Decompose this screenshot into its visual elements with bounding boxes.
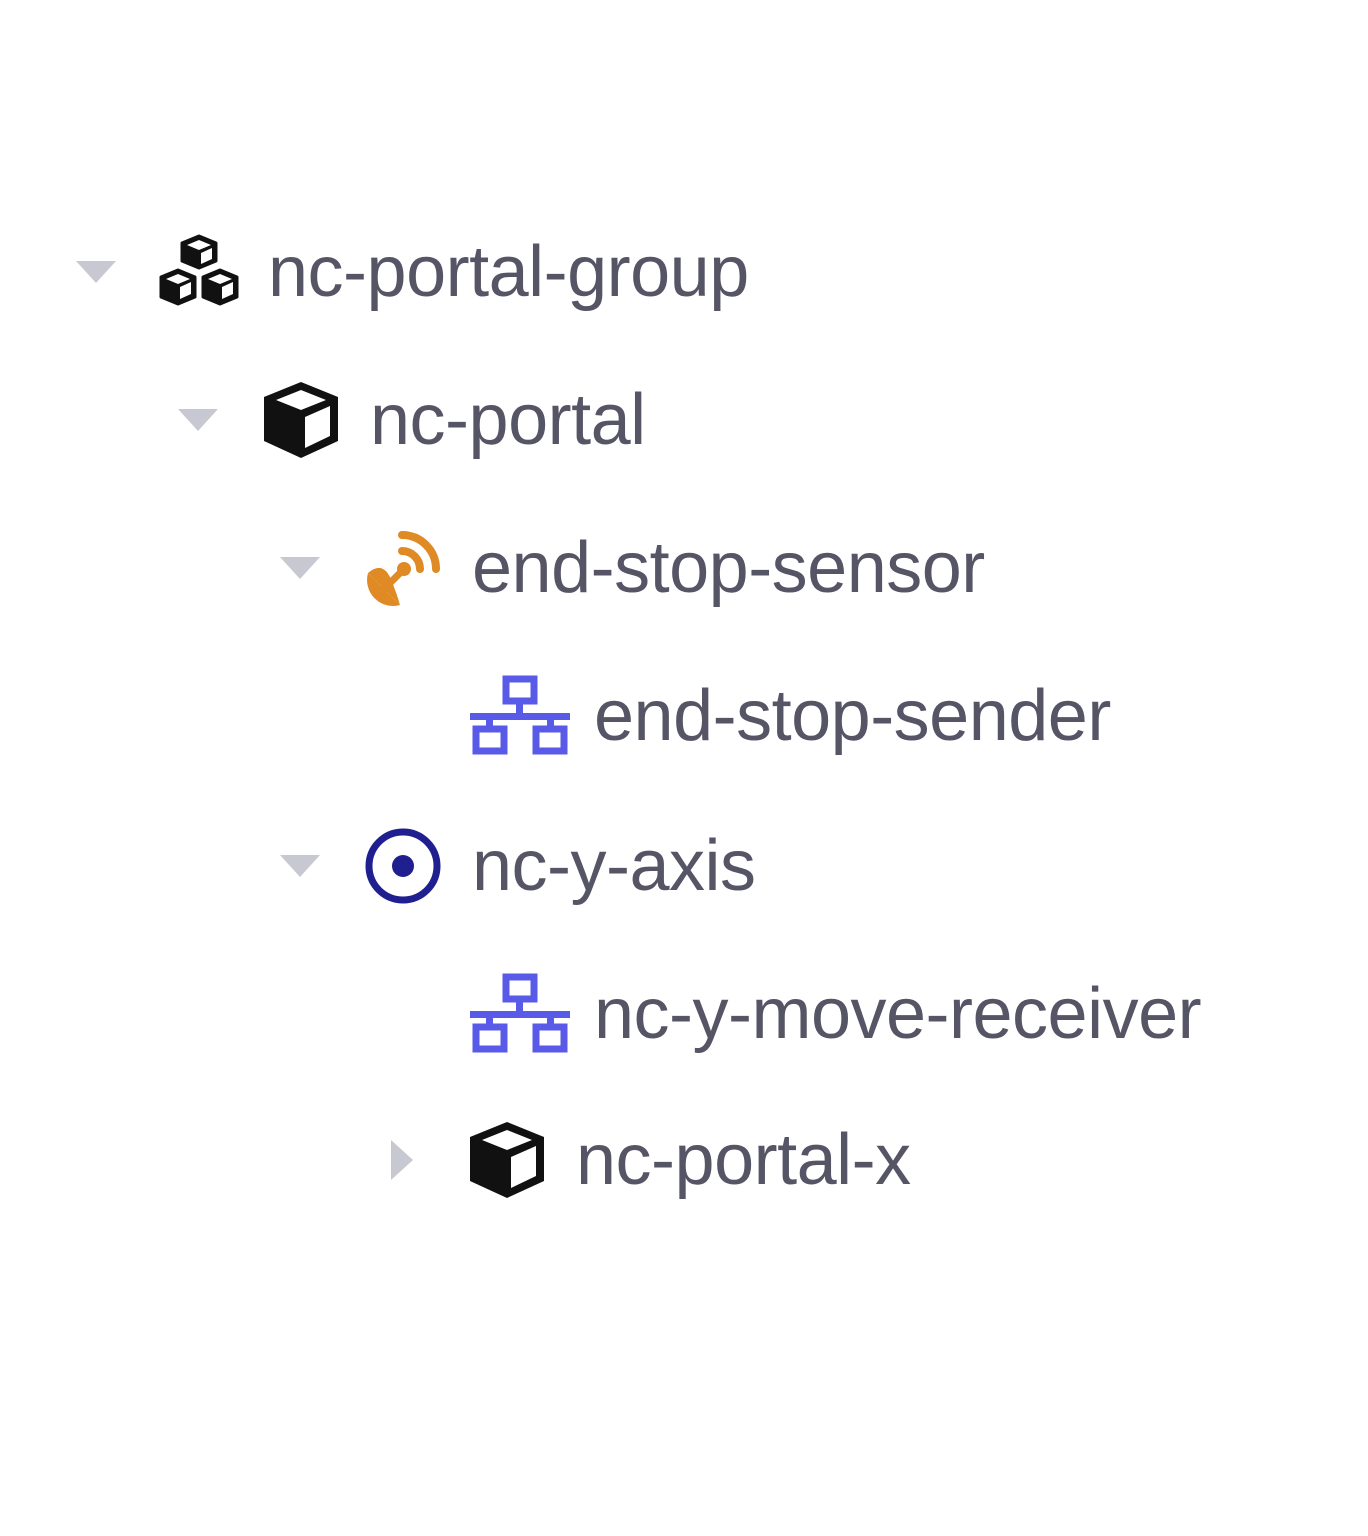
dot-circle-icon [358, 806, 448, 926]
expand-toggle[interactable] [66, 212, 126, 332]
node-label[interactable]: nc-portal [370, 380, 646, 460]
node-label[interactable]: nc-portal-group [268, 232, 749, 312]
caret-down-icon [178, 409, 218, 431]
node-label[interactable]: nc-y-move-receiver [594, 974, 1202, 1054]
expand-toggle[interactable] [270, 508, 330, 628]
caret-down-icon [280, 855, 320, 877]
expand-toggle[interactable] [372, 1100, 432, 1220]
network-icon [470, 656, 570, 776]
tree-node-end-stop-sensor[interactable]: end-stop-sensor [0, 508, 1100, 628]
node-label[interactable]: nc-portal-x [576, 1120, 911, 1200]
expand-toggle[interactable] [270, 806, 330, 926]
node-label[interactable]: end-stop-sender [594, 676, 1111, 756]
satellite-dish-icon [358, 508, 448, 628]
cube-icon [462, 1100, 552, 1220]
cube-icon [256, 360, 346, 480]
network-icon [470, 954, 570, 1074]
caret-down-icon [76, 261, 116, 283]
expand-toggle[interactable] [168, 360, 228, 480]
tree-node-nc-y-axis[interactable]: nc-y-axis [0, 806, 860, 926]
caret-down-icon [280, 557, 320, 579]
tree-node-nc-portal-group[interactable]: nc-portal-group [0, 212, 900, 332]
node-label[interactable]: end-stop-sensor [472, 528, 985, 608]
caret-right-icon [391, 1140, 413, 1180]
cubes-icon [154, 212, 244, 332]
tree-node-nc-y-move-receiver[interactable]: nc-y-move-receiver [0, 954, 1340, 1074]
node-label[interactable]: nc-y-axis [472, 826, 756, 906]
tree-node-nc-portal-x[interactable]: nc-portal-x [0, 1100, 1040, 1220]
tree-node-nc-portal[interactable]: nc-portal [0, 360, 800, 480]
tree-node-end-stop-sender[interactable]: end-stop-sender [0, 656, 1220, 776]
